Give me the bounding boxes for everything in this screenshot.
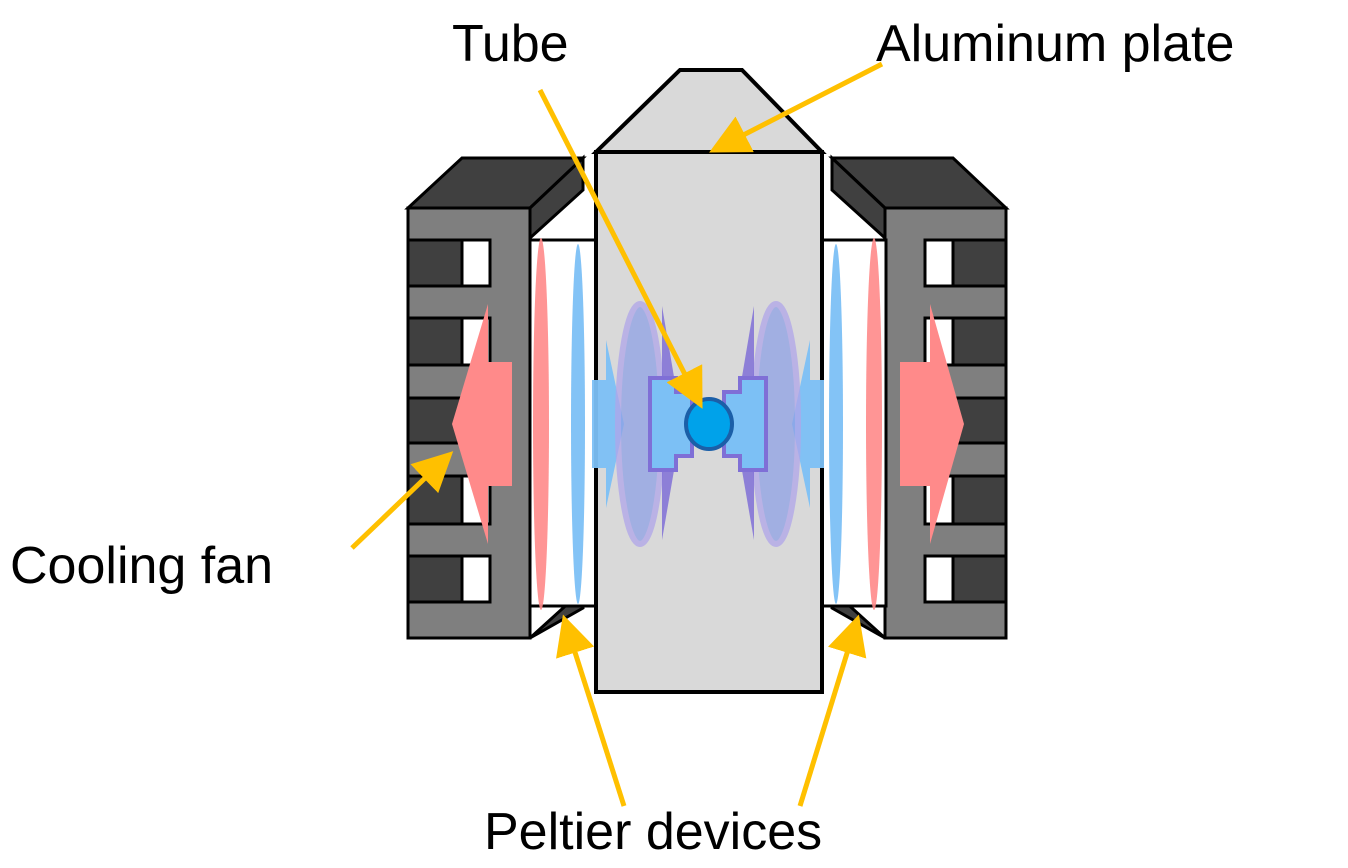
cooling-fan-label: Cooling fan [10,537,274,595]
aluminum-plate-label: Aluminum plate [876,15,1235,73]
tube [684,397,734,451]
aluminum-plate-pointer [709,61,884,153]
right-heat-sink [828,154,1010,640]
heat-exhaust-arrows [452,304,964,544]
right-peltier-device [818,238,888,610]
tube-pointer [537,88,703,409]
left-peltier-pointer [556,614,627,807]
cooling-fan-pointer [350,451,454,550]
peltier-devices-label: Peltier devices [484,803,823,861]
tube-label: Tube [452,15,569,73]
right-peltier-pointer [797,614,867,807]
callout-pointers [350,61,884,807]
left-peltier-device [528,238,598,610]
